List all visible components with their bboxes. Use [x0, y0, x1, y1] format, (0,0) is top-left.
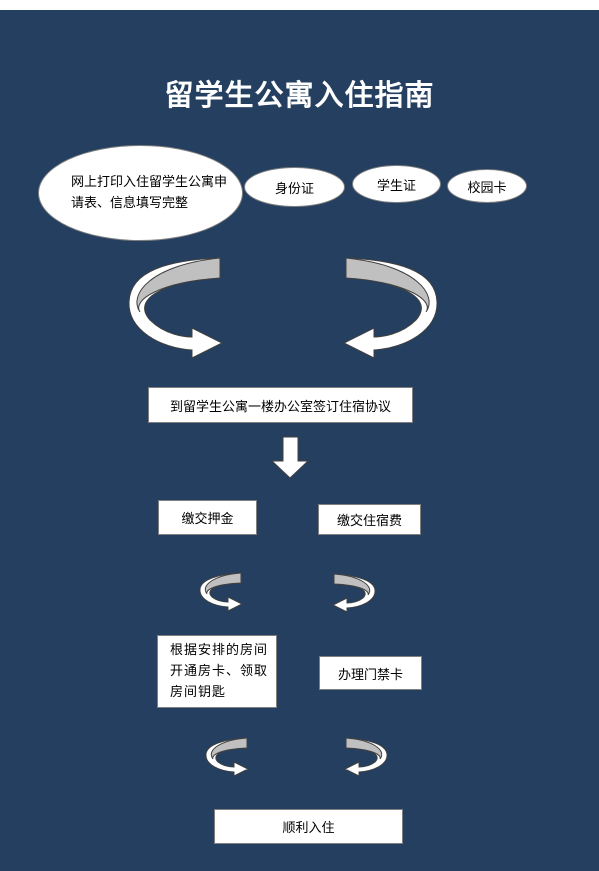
campus-card-label: 校园卡 — [467, 180, 507, 196]
sign-agreement-label: 到留学生公寓一楼办公室签订住宿协议 — [169, 399, 391, 415]
sign-agreement-box: 到留学生公寓一楼办公室签订住宿协议 — [148, 387, 413, 423]
big-curved-arrow-right — [342, 257, 438, 359]
id-card-label: 身份证 — [274, 181, 314, 197]
small-curved-arrow-1a — [199, 572, 244, 612]
pay-fee-box: 缴交住宿费 — [318, 504, 421, 535]
student-card-label: 学生证 — [376, 178, 416, 194]
pay-fee-label: 缴交住宿费 — [336, 514, 402, 529]
big-curved-arrow-left — [128, 257, 224, 359]
done-label: 顺利入住 — [282, 821, 335, 836]
room-card-label: 根据安排的房间开通房卡、领取房间钥匙 — [170, 643, 269, 700]
small-curved-arrow-2b — [343, 737, 388, 777]
done-box: 顺利入住 — [214, 809, 403, 844]
access-card-label: 办理门禁卡 — [337, 667, 403, 683]
small-curved-arrow-1b — [331, 573, 376, 613]
campus-card-ellipse: 校园卡 — [447, 169, 527, 203]
student-card-ellipse: 学生证 — [352, 165, 441, 203]
down-arrow — [270, 436, 310, 479]
room-card-box: 根据安排的房间开通房卡、领取房间钥匙 — [157, 635, 277, 708]
page-title: 留学生公寓入住指南 — [164, 78, 435, 112]
pay-deposit-label: 缴交押金 — [181, 512, 234, 527]
id-card-ellipse: 身份证 — [244, 167, 345, 207]
application-form-label: 网上打印入住留学生公寓申请表、信息填写完整 — [71, 175, 228, 211]
access-card-box: 办理门禁卡 — [319, 656, 422, 690]
pay-deposit-box: 缴交押金 — [158, 500, 257, 535]
application-form-ellipse: 网上打印入住留学生公寓申请表、信息填写完整 — [38, 145, 243, 241]
small-curved-arrow-2a — [205, 737, 250, 777]
